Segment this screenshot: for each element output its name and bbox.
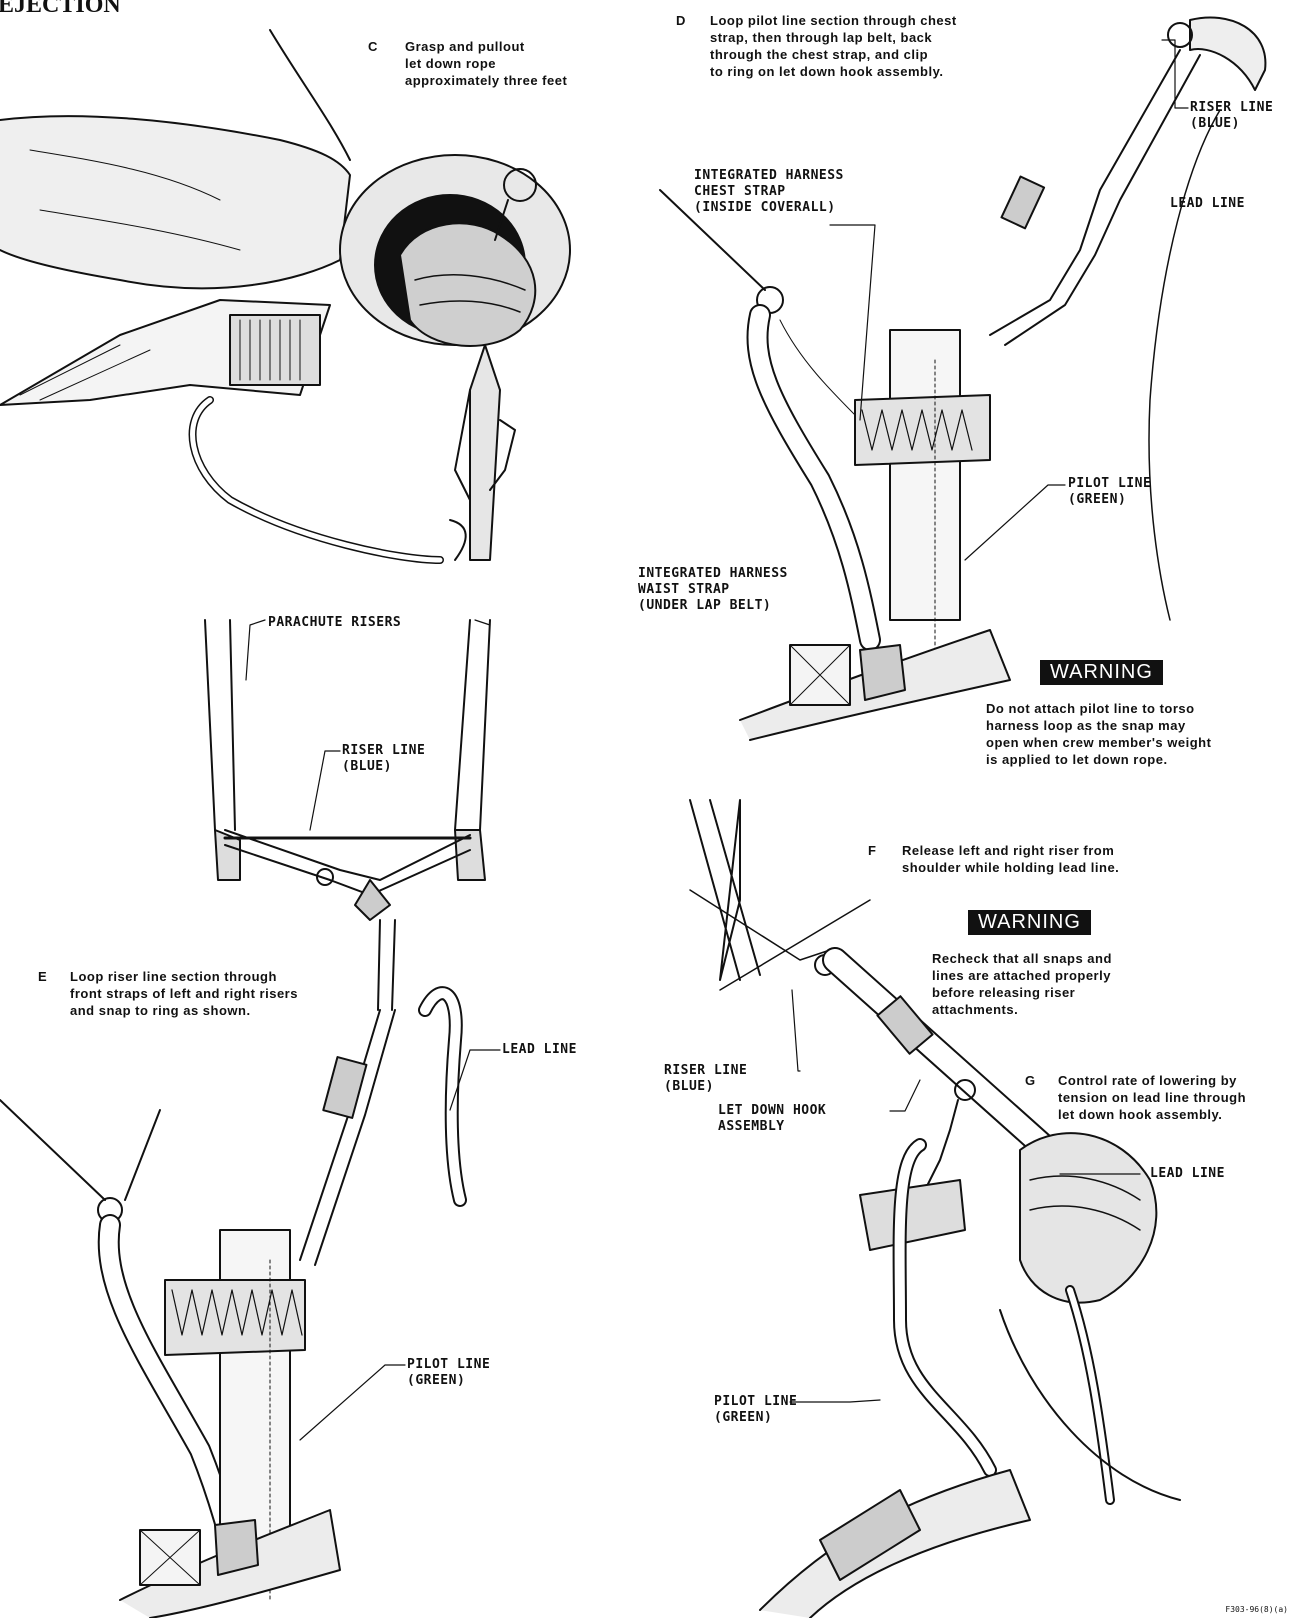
warning-badge-2: WARNING: [968, 910, 1091, 935]
warning-text-2: Recheck that all snaps and lines are att…: [932, 950, 1112, 1018]
panel-fg-illustration: [690, 800, 1180, 1618]
label-chest-strap: INTEGRATED HARNESS CHEST STRAP (INSIDE C…: [694, 168, 844, 216]
panel-c-illustration: [0, 30, 570, 560]
label-pilot-line-g: PILOT LINE (GREEN): [714, 1394, 797, 1426]
step-c-letter: C: [368, 38, 378, 55]
label-lead-line-top: LEAD LINE: [1170, 196, 1245, 212]
label-pilot-line-e: PILOT LINE (GREEN): [407, 1357, 490, 1389]
step-c-text: Grasp and pullout let down rope approxim…: [405, 38, 567, 89]
step-e-text: Loop riser line section through front st…: [70, 968, 298, 1019]
panel-e-risers-illustration: [205, 620, 490, 1010]
panel-d-illustration: [660, 17, 1265, 740]
figure-id: F303-96(8)(a): [1225, 1605, 1288, 1614]
step-d-text: Loop pilot line section through chest st…: [710, 12, 957, 80]
warning-badge-1: WARNING: [1040, 660, 1163, 685]
label-let-down-hook: LET DOWN HOOK ASSEMBLY: [718, 1103, 826, 1135]
step-e-letter: E: [38, 968, 47, 985]
panel-e-harness-illustration: [0, 993, 460, 1618]
step-f-letter: F: [868, 842, 876, 859]
step-g-text: Control rate of lowering by tension on l…: [1058, 1072, 1246, 1123]
step-g-letter: G: [1025, 1072, 1036, 1089]
label-waist-strap: INTEGRATED HARNESS WAIST STRAP (UNDER LA…: [638, 566, 788, 614]
label-lead-line-g: LEAD LINE: [1150, 1166, 1225, 1182]
label-pilot-line-d: PILOT LINE (GREEN): [1068, 476, 1151, 508]
step-d-letter: D: [676, 12, 686, 29]
label-lead-line-e: LEAD LINE: [502, 1042, 577, 1058]
label-parachute-risers: PARACHUTE RISERS: [268, 615, 401, 631]
label-riser-line-f: RISER LINE (BLUE): [664, 1063, 747, 1095]
label-riser-line-top: RISER LINE (BLUE): [1190, 100, 1273, 132]
label-riser-line-e: RISER LINE (BLUE): [342, 743, 425, 775]
warning-text-1: Do not attach pilot line to torso harnes…: [986, 700, 1211, 768]
step-f-text: Release left and right riser from should…: [902, 842, 1119, 876]
